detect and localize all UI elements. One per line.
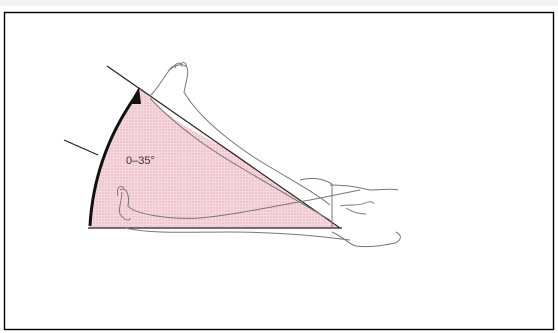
- top-strip: [0, 0, 558, 6]
- angle-range-label: 0–35°: [126, 155, 155, 167]
- figure-frame: [5, 13, 554, 330]
